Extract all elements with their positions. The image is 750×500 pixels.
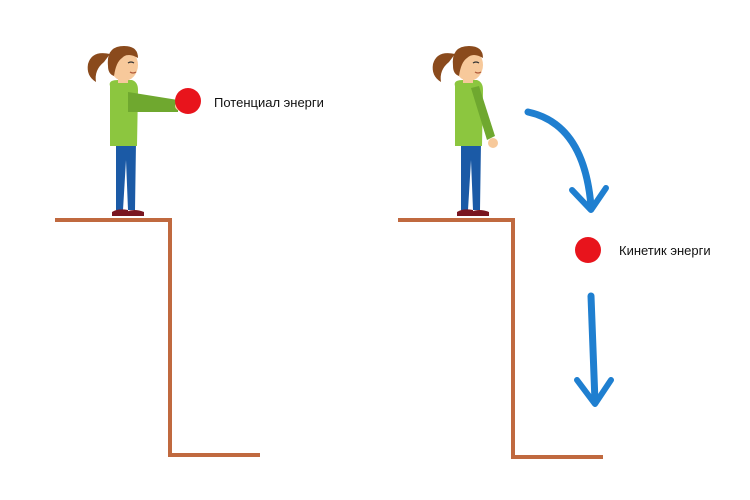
ball-held xyxy=(175,88,201,114)
label-kinetic-energy: Кинетик энерги xyxy=(619,243,711,258)
label-potential-energy: Потенциал энерги xyxy=(214,95,324,110)
girl-holding-ball-icon xyxy=(87,45,187,217)
ledge-left xyxy=(55,218,260,457)
curved-arrow-down-icon xyxy=(524,108,609,213)
ledge-right xyxy=(398,218,603,459)
ball-falling xyxy=(575,237,601,263)
girl-arms-down-icon xyxy=(432,45,498,217)
arrow-down-icon xyxy=(574,292,614,407)
